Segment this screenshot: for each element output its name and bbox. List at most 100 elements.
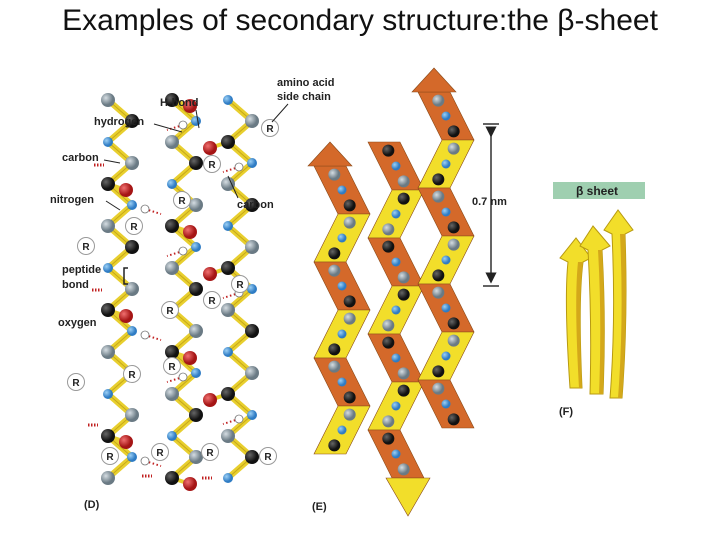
hydrogen-atom: [178, 372, 188, 382]
r-group-label: R: [266, 124, 274, 135]
alpha-carbon-atom: [125, 282, 139, 296]
peptide-bond-bracket: [123, 267, 128, 285]
alpha-carbon-atom: [397, 367, 410, 380]
panel-f-label: (F): [559, 406, 573, 418]
carbon-atom: [432, 365, 445, 378]
r-group-circle: [261, 119, 279, 137]
alpha-carbon-atom: [382, 415, 395, 428]
spacing-label: 0.7 nm: [472, 196, 507, 208]
alpha-carbon-atom: [343, 408, 356, 421]
panel-d-hydrogen-bonds: [88, 124, 240, 480]
carbon-atom: [165, 345, 179, 359]
carbon-atom: [189, 156, 203, 170]
panel-e-label: (E): [312, 501, 327, 513]
carbon-atom: [221, 387, 235, 401]
nitrogen-atom: [441, 351, 451, 361]
r-group-label: R: [178, 196, 186, 207]
r-group-circle: [125, 217, 143, 235]
nitrogen-atom: [191, 242, 201, 252]
oxygen-atom: [183, 351, 197, 365]
carbon-atom: [221, 135, 235, 149]
carbon-atom: [343, 199, 356, 212]
alpha-carbon-atom: [165, 261, 179, 275]
h-bond-dash: [144, 208, 162, 215]
alpha-carbon-atom: [382, 223, 395, 236]
alpha-carbon-atom: [432, 94, 445, 107]
alpha-carbon-atom: [101, 345, 115, 359]
carbon-atom: [125, 114, 139, 128]
nitrogen-atom: [103, 263, 113, 273]
alpha-carbon-atom: [125, 408, 139, 422]
carbon-atom: [101, 177, 115, 191]
carbon-atom: [245, 324, 259, 338]
r-group-circle: [67, 373, 85, 391]
alpha-carbon-atom: [245, 240, 259, 254]
carbon-atom: [397, 384, 410, 397]
carbon-atom: [101, 429, 115, 443]
oxygen-atom: [119, 309, 133, 323]
cartoon-strand-1: [559, 237, 592, 389]
alpha-carbon-atom: [101, 219, 115, 233]
h-bond-dash: [222, 166, 240, 173]
r-group-label: R: [206, 448, 214, 459]
nitrogen-atom: [127, 326, 137, 336]
carbon-atom: [432, 269, 445, 282]
alpha-carbon-atom: [245, 114, 259, 128]
r-group-circle: [161, 301, 179, 319]
carbon-atom: [343, 295, 356, 308]
alpha-carbon-atom: [447, 142, 460, 155]
carbon-atom: [328, 247, 341, 260]
alpha-carbon-atom: [189, 198, 203, 212]
nitrogen-atom: [337, 281, 347, 291]
label-hydrogen: hydrogen: [94, 116, 144, 128]
carbon-atom: [447, 221, 460, 234]
carbon-atom: [447, 125, 460, 138]
carbon-atom: [165, 93, 179, 107]
carbon-atom: [382, 336, 395, 349]
oxygen-atom: [183, 225, 197, 239]
alpha-carbon-atom: [221, 429, 235, 443]
nitrogen-atom: [223, 95, 233, 105]
alpha-carbon-atom: [432, 190, 445, 203]
alpha-carbon-atom: [432, 286, 445, 299]
alpha-carbon-atom: [189, 324, 203, 338]
h-bond-dash: [144, 334, 162, 341]
hydrogen-atom: [140, 204, 150, 214]
carbon-atom: [328, 343, 341, 356]
h-bond-dash: [222, 418, 240, 425]
beta-sheet-legend-box: [553, 182, 645, 199]
panel-d-callout-lines: [103, 103, 289, 211]
nitrogen-atom: [337, 329, 347, 339]
r-group-circle: [123, 365, 141, 383]
r-group-circle: [203, 155, 221, 173]
nitrogen-atom: [167, 431, 177, 441]
carbon-atom: [382, 432, 395, 445]
alpha-carbon-atom: [397, 175, 410, 188]
nitrogen-atom: [441, 159, 451, 169]
beta-sheet-legend-text: β sheet: [576, 184, 618, 198]
nitrogen-atom: [391, 209, 401, 219]
label-bond: bond: [62, 279, 89, 291]
r-group-label: R: [130, 222, 138, 233]
oxygen-atom: [203, 267, 217, 281]
h-bond-dash: [222, 292, 240, 299]
carbon-atom: [101, 303, 115, 317]
r-group-label: R: [168, 362, 176, 373]
strand-arrowhead: [307, 141, 353, 167]
h-bond-dash: [144, 460, 162, 467]
label-oxygen: oxygen: [58, 317, 97, 329]
oxygen-atom: [119, 183, 133, 197]
carbon-atom: [125, 240, 139, 254]
r-group-label: R: [106, 452, 114, 463]
hydrogen-atom: [178, 120, 188, 130]
r-group-label: R: [208, 296, 216, 307]
r-group-circle: [151, 443, 169, 461]
nitrogen-atom: [441, 255, 451, 265]
alpha-carbon-atom: [165, 135, 179, 149]
oxygen-atom: [203, 393, 217, 407]
nitrogen-atom: [441, 111, 451, 121]
alpha-carbon-atom: [189, 450, 203, 464]
panel-d-label: (D): [84, 499, 100, 511]
